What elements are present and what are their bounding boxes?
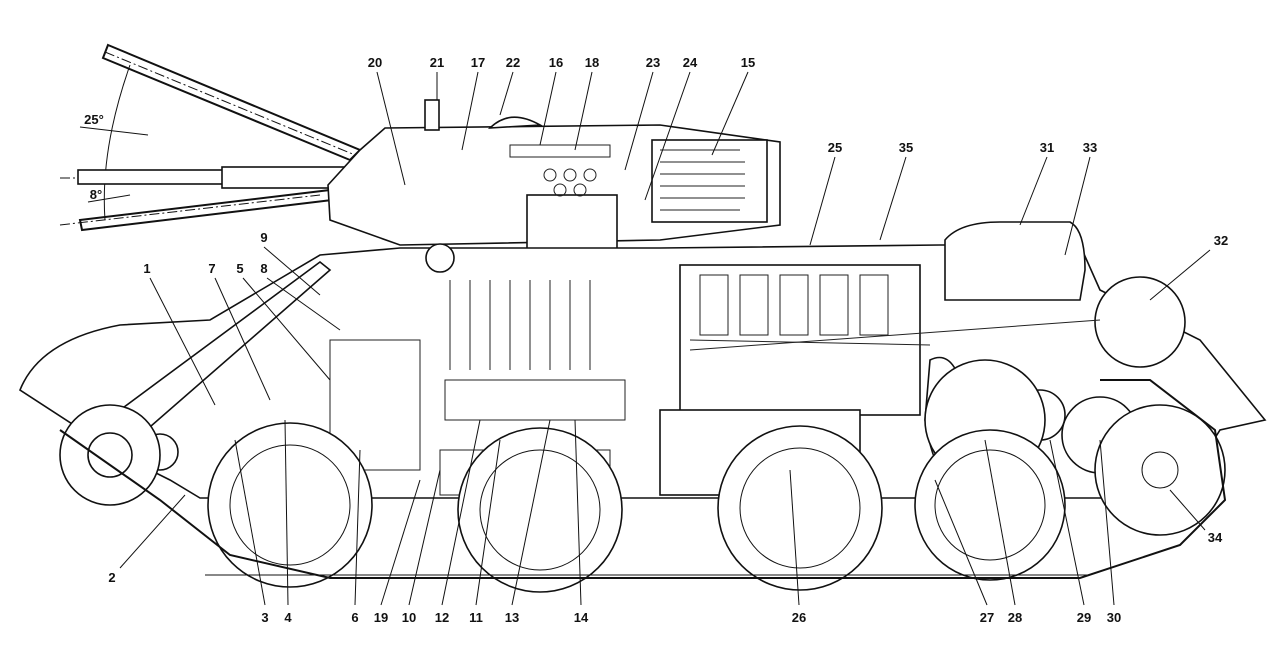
callout-13: 13	[505, 610, 519, 625]
callout-16: 16	[549, 55, 563, 70]
callout-24: 24	[683, 55, 698, 70]
road-wheel-4	[914, 429, 1066, 581]
running-gear	[59, 379, 1227, 593]
callout-29: 29	[1077, 610, 1091, 625]
callout-11: 11	[469, 610, 483, 625]
callout-34: 34	[1208, 530, 1223, 545]
depression-angle-label: 8°	[90, 187, 102, 202]
callout-7: 7	[208, 261, 215, 276]
callout-1: 1	[143, 261, 150, 276]
callout-22: 22	[506, 55, 520, 70]
callout-12: 12	[435, 610, 449, 625]
elevation-angle-label: 25°	[84, 112, 104, 127]
callout-31: 31	[1040, 140, 1054, 155]
callout-27: 27	[980, 610, 994, 625]
callout-14: 14	[574, 610, 589, 625]
gun-elevation-indicator	[59, 43, 362, 232]
callout-25: 25	[828, 140, 842, 155]
callout-28: 28	[1008, 610, 1022, 625]
callout-6: 6	[351, 610, 358, 625]
road-wheel-1	[207, 422, 373, 588]
callout-5: 5	[236, 261, 243, 276]
callout-26: 26	[792, 610, 806, 625]
callout-3: 3	[261, 610, 268, 625]
road-wheel-2	[457, 427, 623, 593]
callout-35: 35	[899, 140, 913, 155]
road-wheel-3	[717, 425, 883, 591]
callout-10: 10	[402, 610, 416, 625]
drive-sprocket	[1094, 404, 1226, 536]
hull	[19, 221, 1267, 499]
callout-19: 19	[374, 610, 388, 625]
callout-21: 21	[430, 55, 444, 70]
callout-labels: 1 2 3 4 5 6 7 8 9 10 11 12 13 14 15 16 1…	[108, 55, 1228, 625]
callout-17: 17	[471, 55, 485, 70]
callout-30: 30	[1107, 610, 1121, 625]
callout-8: 8	[260, 261, 267, 276]
callout-23: 23	[646, 55, 660, 70]
callout-33: 33	[1083, 140, 1097, 155]
callout-4: 4	[284, 610, 292, 625]
callout-9: 9	[260, 230, 267, 245]
callout-18: 18	[585, 55, 599, 70]
callout-15: 15	[741, 55, 755, 70]
callout-32: 32	[1214, 233, 1228, 248]
callout-20: 20	[368, 55, 382, 70]
turret	[327, 99, 781, 256]
leader-lines	[79, 71, 1211, 606]
callout-2: 2	[108, 570, 115, 585]
